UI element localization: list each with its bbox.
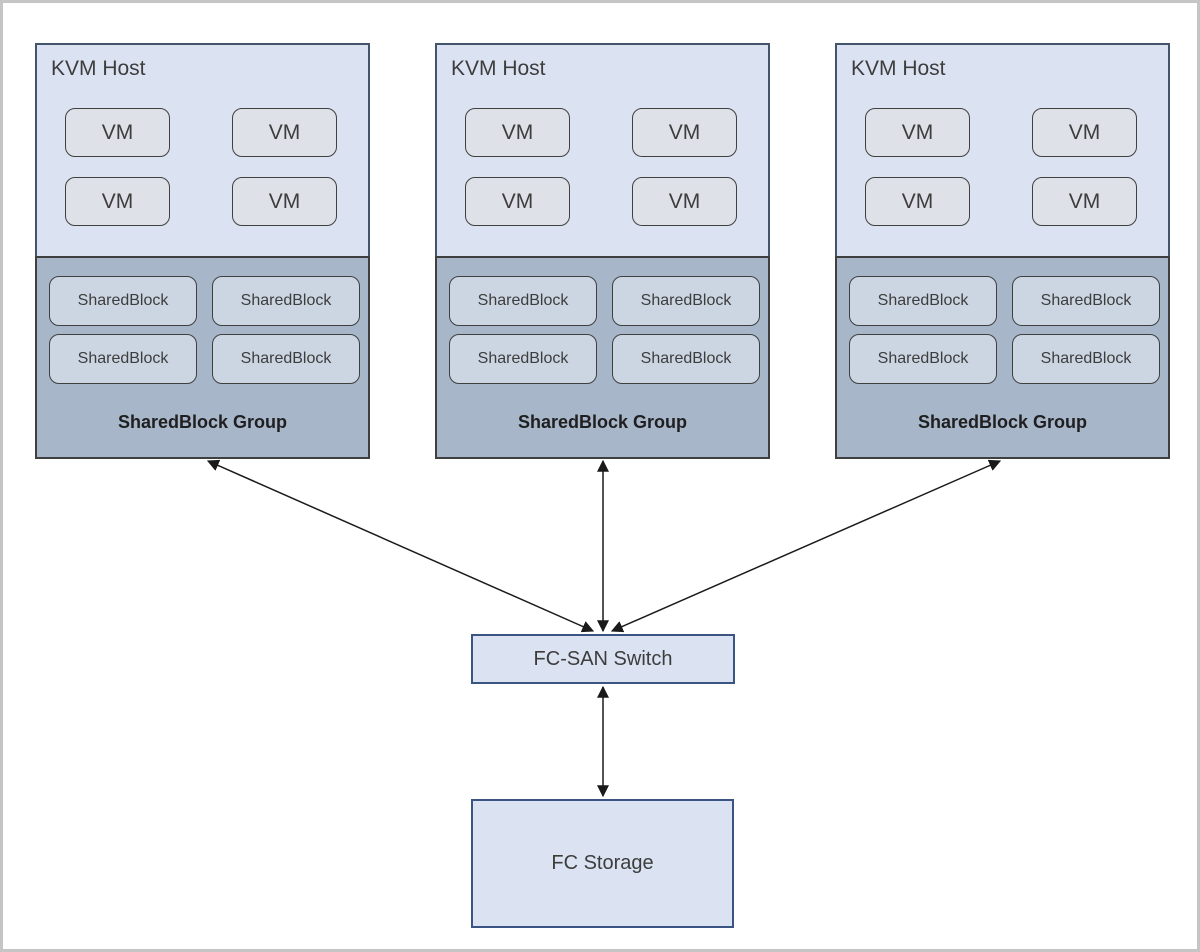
fc-san-switch-box: FC-SAN Switch [471,634,735,684]
vm-box: VM [65,177,170,226]
kvm-host-label: KVM Host [451,57,546,80]
sharedblock-box: SharedBlock [49,334,197,384]
sharedblock-box: SharedBlock [849,276,997,326]
sharedblock-box: SharedBlock [1012,334,1160,384]
vm-box: VM [232,108,337,157]
sharedblock-group-label: SharedBlock Group [117,412,288,432]
kvm-host-label: KVM Host [51,57,146,80]
vm-box: VM [465,177,570,226]
fc-storage-label: FC Storage [551,852,654,874]
vm-box: VM [232,177,337,226]
kvm-host-label: KVM Host [851,57,946,80]
sharedblock-box: SharedBlock [212,334,360,384]
sharedblock-box: SharedBlock [849,334,997,384]
vm-box: VM [632,108,737,157]
kvm-host-box-1: KVM Host VM VM VM VM SharedBlock SharedB… [35,43,370,459]
sharedblock-group-label: SharedBlock Group [917,412,1088,432]
kvm-host-box-2: KVM Host VM VM VM VM SharedBlock SharedB… [435,43,770,459]
fc-storage-box: FC Storage [471,799,734,928]
arrow-host3-to-switch [610,459,1002,633]
vm-box: VM [1032,177,1137,226]
sharedblock-group-label: SharedBlock Group [517,412,688,432]
fc-san-switch-label: FC-SAN Switch [533,647,673,670]
vm-box: VM [65,108,170,157]
sharedblock-box: SharedBlock [1012,276,1160,326]
sharedblock-box: SharedBlock [612,334,760,384]
sharedblock-box: SharedBlock [449,334,597,384]
arrow-host1-to-switch [206,459,595,633]
vm-box: VM [465,108,570,157]
kvm-host-box-3: KVM Host VM VM VM VM SharedBlock SharedB… [835,43,1170,459]
vm-box: VM [865,108,970,157]
sharedblock-group: SharedBlock SharedBlock SharedBlock Shar… [35,256,370,459]
sharedblock-box: SharedBlock [612,276,760,326]
vm-box: VM [1032,108,1137,157]
sharedblock-group: SharedBlock SharedBlock SharedBlock Shar… [835,256,1170,459]
sharedblock-box: SharedBlock [449,276,597,326]
sharedblock-group: SharedBlock SharedBlock SharedBlock Shar… [435,256,770,459]
sharedblock-box: SharedBlock [49,276,197,326]
sharedblock-box: SharedBlock [212,276,360,326]
vm-box: VM [632,177,737,226]
vm-box: VM [865,177,970,226]
